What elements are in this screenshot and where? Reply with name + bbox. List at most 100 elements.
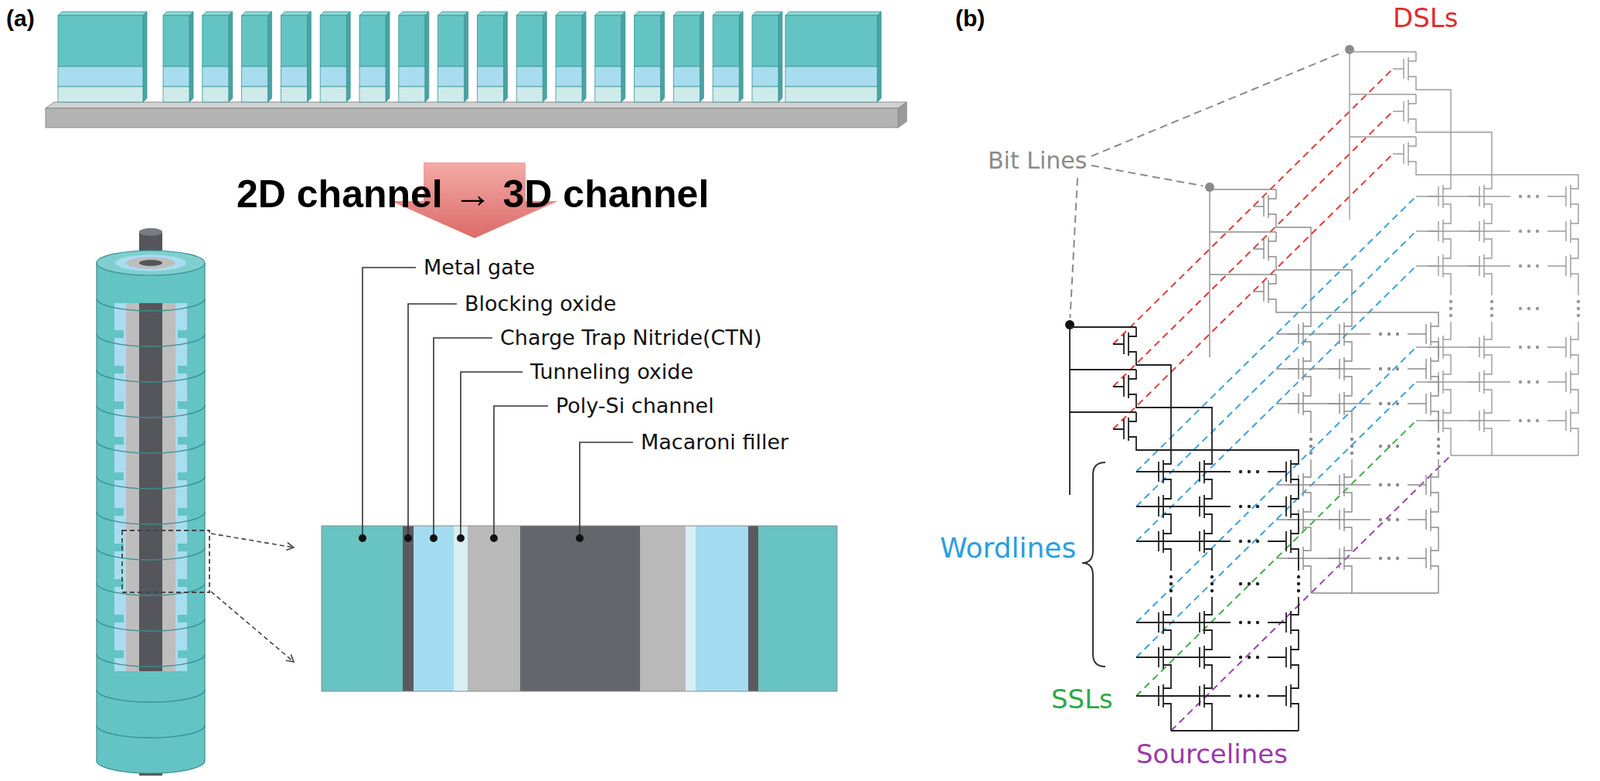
block-top (57, 11, 147, 16)
wire (1297, 639, 1300, 640)
ellipsis-dot (1297, 575, 1301, 579)
wire (1211, 523, 1213, 525)
substrate (45, 108, 899, 128)
signal-label: SSLs (1051, 684, 1114, 715)
disc-top (96, 250, 205, 276)
wire (1069, 326, 1137, 328)
layer-band (467, 525, 521, 692)
ellipsis-dot (1239, 539, 1243, 543)
gate-tab (177, 578, 188, 587)
wire (1170, 639, 1172, 640)
label-holder: Sourcelines (1136, 738, 1288, 770)
block-side (738, 11, 743, 103)
block-top (476, 11, 508, 16)
trap-layer (359, 66, 386, 87)
gate-layer (241, 15, 269, 67)
gate-tab (177, 401, 188, 409)
disc-edge (96, 725, 205, 738)
trap-layer (202, 66, 229, 87)
wire (1069, 368, 1137, 371)
ellipsis-dot (1239, 620, 1243, 624)
ellipsis-dot (1449, 313, 1453, 317)
cutaway-channel (125, 302, 176, 671)
transistor-symbol (1275, 454, 1299, 489)
gate-layer (398, 15, 426, 67)
section-outline (321, 525, 838, 692)
wire (1276, 308, 1439, 317)
ellipsis-dot (1576, 313, 1580, 317)
ellipsis-dot (1247, 539, 1251, 543)
block-top (438, 11, 469, 16)
disc-edge (96, 582, 205, 596)
panel-label: (a) (6, 5, 35, 33)
block-top (595, 11, 626, 16)
zoom-arrow (211, 591, 294, 662)
wire (1297, 674, 1300, 679)
ellipsis-dot (1239, 655, 1243, 659)
transistor-symbol (1275, 640, 1299, 675)
wire (1297, 712, 1300, 731)
gate-layer (320, 15, 347, 67)
block-side (778, 11, 783, 103)
ellipsis-dot (1247, 582, 1251, 586)
block-side (503, 11, 508, 103)
ellipsis-dot (1535, 194, 1539, 198)
wire (1349, 136, 1417, 137)
gate-wire (1276, 483, 1416, 485)
vertical-string (96, 228, 205, 776)
ellipsis-dot (1239, 504, 1243, 508)
block-side (425, 11, 429, 103)
gate-wire (1136, 656, 1276, 658)
block-top (555, 11, 586, 16)
ellipsis-dot (1378, 332, 1383, 336)
gate-layer (712, 15, 739, 67)
leader-line (493, 405, 549, 538)
ellipsis-dot (1535, 264, 1539, 268)
label-holder: Macaroni filler (640, 429, 789, 454)
leader-line (579, 442, 634, 538)
ellipsis-dot (1256, 582, 1260, 586)
wire (1577, 398, 1579, 404)
wire (1297, 523, 1300, 525)
gate-wire (1416, 195, 1556, 197)
ellipsis-dot (1527, 229, 1531, 233)
gate-tab (114, 365, 124, 374)
oxide-layer (241, 86, 269, 103)
gate-tab (177, 330, 188, 338)
transistor-symbol (1555, 403, 1579, 438)
layer-label: Poly-Si channel (555, 393, 715, 418)
oxide-layer (398, 86, 426, 103)
source-wire (1310, 592, 1439, 593)
disc-edge (96, 547, 205, 560)
ellipsis-dot (1256, 469, 1260, 474)
ellipsis-dot (1297, 582, 1301, 586)
leader-dot (358, 534, 367, 542)
gate-wire (1136, 505, 1276, 508)
disc-edge (96, 511, 205, 525)
oxide-layer (634, 86, 661, 103)
transistor-symbol (1113, 326, 1137, 361)
transistor-symbol (1415, 351, 1439, 386)
signal-lines (1113, 68, 1451, 731)
transistor-symbol (1392, 94, 1417, 129)
string-plane (1065, 320, 1301, 731)
ellipsis-dot (1449, 299, 1453, 303)
wire (1351, 350, 1352, 352)
oxide-layer (202, 86, 229, 103)
wire (1351, 501, 1352, 503)
trap-layer (516, 66, 543, 87)
ellipsis-dot (1256, 539, 1260, 543)
transistor-symbol (1415, 386, 1439, 421)
block-top (280, 11, 311, 16)
ellipsis-dot (1247, 469, 1251, 474)
trap-layer (163, 66, 190, 87)
transistor-symbol (1252, 231, 1277, 266)
wire (1577, 282, 1579, 331)
ellipsis-dot (1387, 444, 1391, 448)
layer-band (413, 525, 454, 692)
ellipsis-dot (1518, 418, 1522, 423)
ellipsis-dot (1256, 655, 1260, 659)
gate-wire (1276, 518, 1416, 520)
wire (1310, 350, 1311, 352)
ellipsis-dot (1256, 504, 1260, 508)
